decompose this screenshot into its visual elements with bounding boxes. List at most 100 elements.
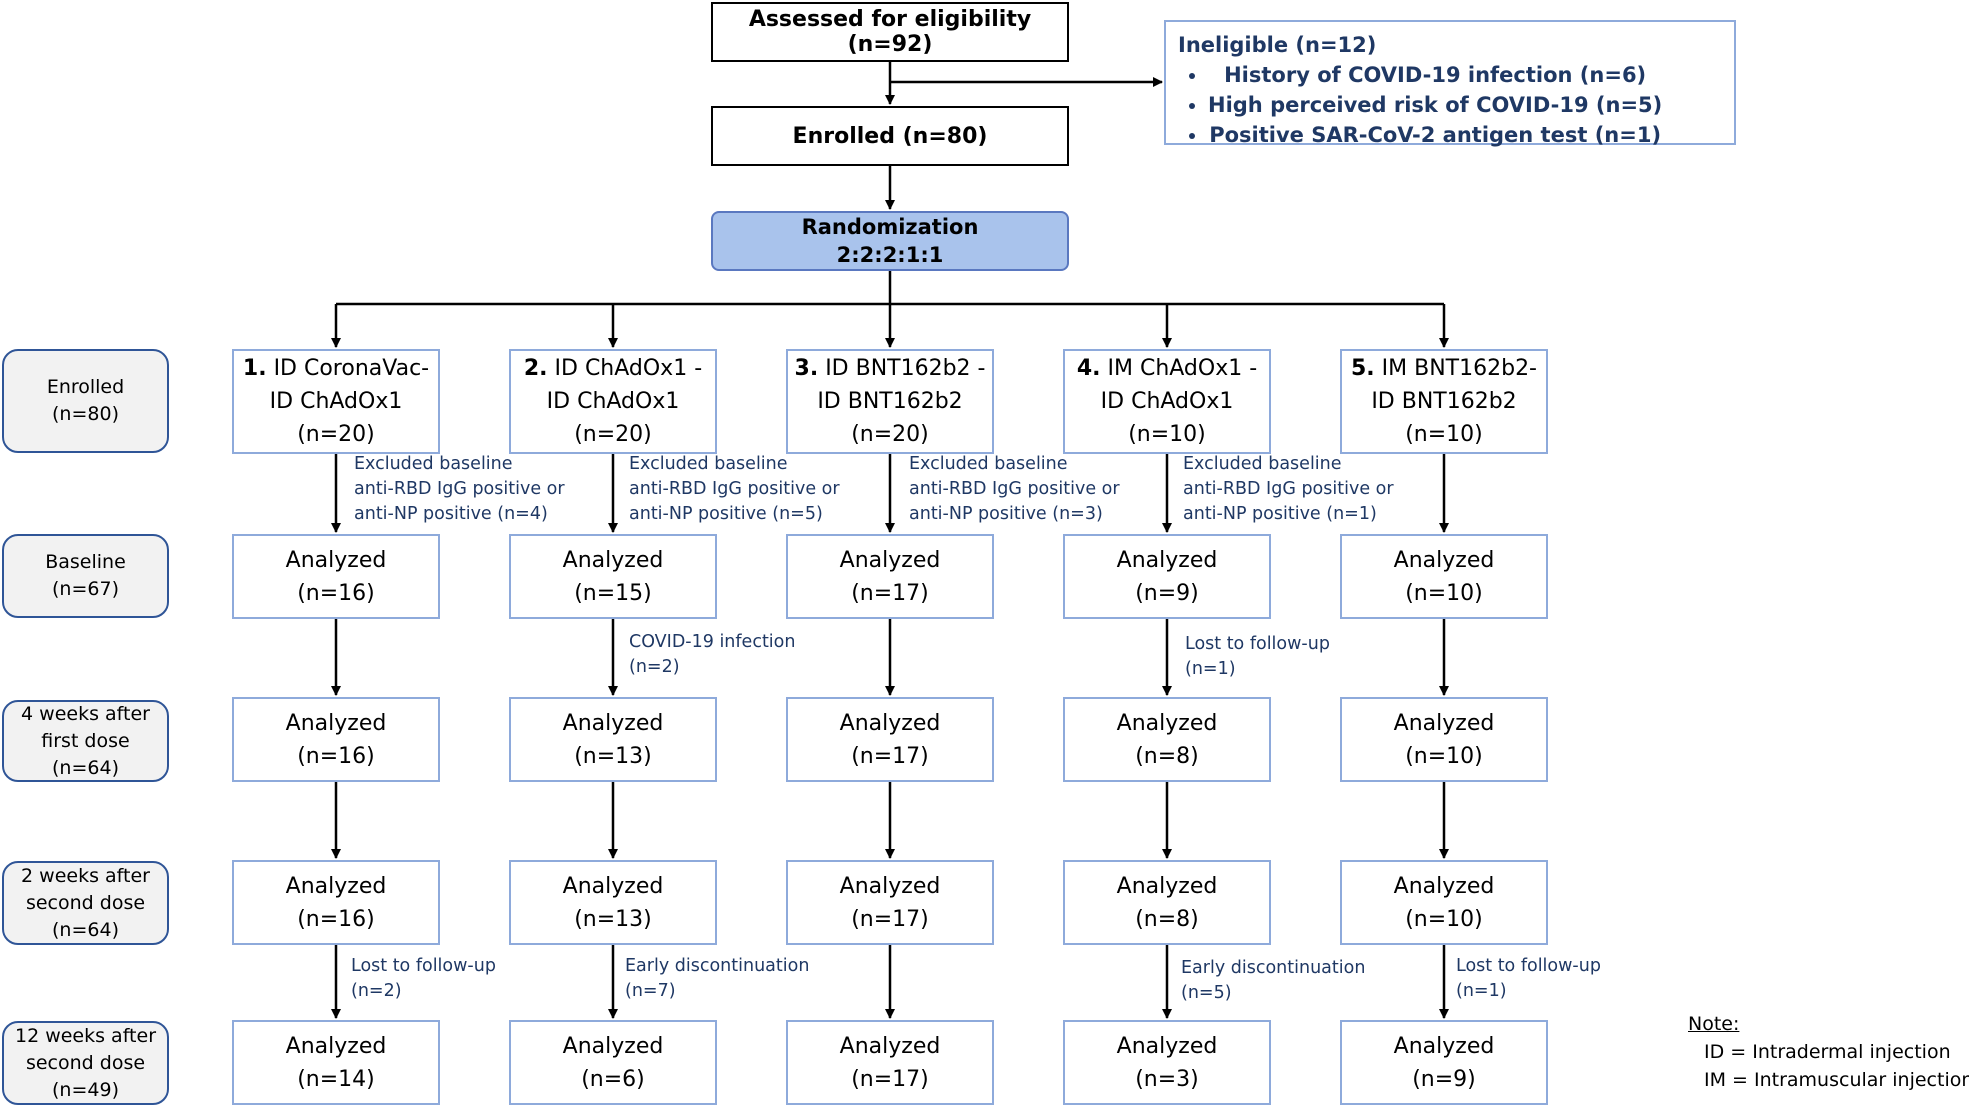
ineligible-box: Ineligible (n=12) History of COVID-19 in… xyxy=(1164,20,1736,147)
randomization-title: Randomization xyxy=(801,215,979,239)
analyzed-box: Analyzed(n=17) xyxy=(786,1020,994,1105)
ineligible-reason: Positive SAR-CoV-2 antigen test (n=1) xyxy=(1208,120,1662,150)
enrolled-text: Enrolled (n=80) xyxy=(792,123,988,149)
annotation-line: (n=2) xyxy=(351,981,402,1001)
annotation-line: COVID-19 infection xyxy=(629,632,796,652)
analyzed-label: Analyzed xyxy=(285,1033,387,1059)
exclusion-annotation: Lost to follow-up (n=2) xyxy=(351,954,496,1004)
analyzed-count: (n=6) xyxy=(581,1066,645,1092)
annotation-line: Excluded baseline xyxy=(354,454,513,474)
analyzed-count: (n=16) xyxy=(297,906,375,932)
analyzed-box: Analyzed (n=10) xyxy=(1340,697,1548,782)
analyzed-label: Analyzed xyxy=(1116,547,1218,573)
analyzed-count: (n=8) xyxy=(1135,743,1199,769)
analyzed-label: Analyzed xyxy=(562,873,664,899)
annotation-line: anti-NP positive (n=4) xyxy=(354,504,548,524)
arm-4-box: 4. IM ChAdOx1 -ID ChAdOx1(n=10) xyxy=(1063,349,1271,454)
arm-3-box: 3. ID BNT162b2 - ID BNT162b2 (n=20) xyxy=(786,349,994,454)
analyzed-box: Analyzed(n=10) xyxy=(1340,860,1548,945)
arm-name-line: ID BNT162b2 xyxy=(1371,389,1517,414)
annotation-line: Early discontinuation xyxy=(1181,958,1366,978)
arm-2-box: 2. ID ChAdOx1 - ID ChAdOx1 (n=20) xyxy=(509,349,717,454)
annotation-line: Lost to follow-up xyxy=(351,956,496,976)
annotation-line: anti-RBD IgG positive or xyxy=(629,479,840,499)
analyzed-count: (n=3) xyxy=(1135,1066,1199,1092)
arm-number: 2. xyxy=(523,356,548,381)
annotation-line: Excluded baseline xyxy=(909,454,1068,474)
analyzed-label: Analyzed xyxy=(562,547,664,573)
analyzed-label: Analyzed xyxy=(285,547,387,573)
analyzed-box: Analyzed(n=9) xyxy=(1340,1020,1548,1105)
annotation-line: anti-RBD IgG positive or xyxy=(1183,479,1394,499)
stage-label-line: Enrolled xyxy=(46,376,125,398)
exclusion-annotation: Lost to follow-up(n=1) xyxy=(1185,632,1330,682)
analyzed-count: (n=13) xyxy=(574,906,652,932)
analyzed-label: Analyzed xyxy=(839,547,941,573)
arm-title-line: 3. ID BNT162b2 - xyxy=(795,352,986,385)
note-line: ID = Intradermal injection xyxy=(1704,1041,1951,1063)
arm-count: (n=20) xyxy=(851,422,929,447)
exclusion-annotation: Lost to follow-up(n=1) xyxy=(1456,954,1601,1004)
stage-label-line: (n=64) xyxy=(52,918,119,941)
stage-label-line: (n=64) xyxy=(52,756,119,779)
arm-name-line: ID ChAdOx1 xyxy=(546,389,680,414)
analyzed-box: Analyzed(n=10) xyxy=(1340,534,1548,619)
arm-name-line: ID ChAdOx1 xyxy=(269,389,403,414)
analyzed-box: Analyzed(n=15) xyxy=(509,534,717,619)
arm-title-line: 2. ID ChAdOx1 - xyxy=(524,352,702,385)
annotation-line: (n=5) xyxy=(1181,983,1232,1003)
analyzed-count: (n=17) xyxy=(851,906,929,932)
stage-label-line: second dose xyxy=(25,1051,146,1074)
analyzed-label: Analyzed xyxy=(562,710,664,736)
analyzed-box: Analyzed(n=13) xyxy=(509,697,717,782)
analyzed-count: (n=16) xyxy=(297,580,375,606)
arm-name: ID ChAdOx1 - xyxy=(554,356,703,381)
analyzed-label: Analyzed xyxy=(839,710,941,736)
analyzed-count: (n=10) xyxy=(1405,743,1483,769)
analyzed-label: Analyzed xyxy=(285,710,387,736)
enrolled-box: Enrolled (n=80) xyxy=(711,106,1069,166)
exclusion-annotation: Early discontinuation (n=5) xyxy=(1181,956,1365,1006)
arm-name: IM ChAdOx1 - xyxy=(1107,356,1258,381)
annotation-line: Excluded baseline xyxy=(1183,454,1342,474)
stage-label-line: second dose xyxy=(25,891,146,914)
analyzed-box: Analyzed (n=16) xyxy=(232,534,440,619)
randomization-box: Randomization 2:2:2:1:1 xyxy=(711,211,1069,271)
analyzed-count: (n=9) xyxy=(1135,580,1199,606)
analyzed-count: (n=10) xyxy=(1405,906,1483,932)
arm-title-line: 5. IM BNT162b2- xyxy=(1351,352,1537,385)
arm-title-line: 1. ID CoronaVac- xyxy=(243,352,429,385)
stage-label-line: 2 weeks after xyxy=(21,864,150,887)
exclusion-annotation: COVID-19 infection (n=2) xyxy=(629,630,795,680)
analyzed-box: Analyzed (n=9) xyxy=(1063,534,1271,619)
analyzed-box: Analyzed(n=17) xyxy=(786,697,994,782)
arm-number: 4. xyxy=(1076,356,1101,381)
analyzed-label: Analyzed xyxy=(1393,1033,1495,1059)
annotation-line: (n=2) xyxy=(629,657,680,677)
ineligible-reason: High perceived risk of COVID-19 (n=5) xyxy=(1208,90,1662,120)
analyzed-count: (n=8) xyxy=(1135,906,1199,932)
stage-label-line: (n=49) xyxy=(52,1078,119,1101)
analyzed-box: Analyzed (n=17) xyxy=(786,534,994,619)
arm-count: (n=10) xyxy=(1128,422,1206,447)
note-title: Note: xyxy=(1688,1013,1740,1035)
note-line: IM = Intramuscular injection xyxy=(1704,1069,1969,1091)
analyzed-count: (n=17) xyxy=(851,580,929,606)
arm-1-box: 1. ID CoronaVac-ID ChAdOx1(n=20) xyxy=(232,349,440,454)
arm-name-line: ID BNT162b2 xyxy=(817,389,963,414)
analyzed-label: Analyzed xyxy=(1116,1033,1218,1059)
ineligible-reasons: History of COVID-19 infection (n=6) High… xyxy=(1178,60,1662,150)
stage-label-line: (n=67) xyxy=(52,578,119,600)
analyzed-box: Analyzed(n=6) xyxy=(509,1020,717,1105)
analyzed-count: (n=16) xyxy=(297,743,375,769)
analyzed-label: Analyzed xyxy=(1393,547,1495,573)
stage-label-line: first dose xyxy=(41,729,130,752)
arm-count: (n=20) xyxy=(574,422,652,447)
analyzed-box: Analyzed(n=8) xyxy=(1063,697,1271,782)
annotation-line: anti-NP positive (n=3) xyxy=(909,504,1103,524)
analyzed-label: Analyzed xyxy=(1393,710,1495,736)
